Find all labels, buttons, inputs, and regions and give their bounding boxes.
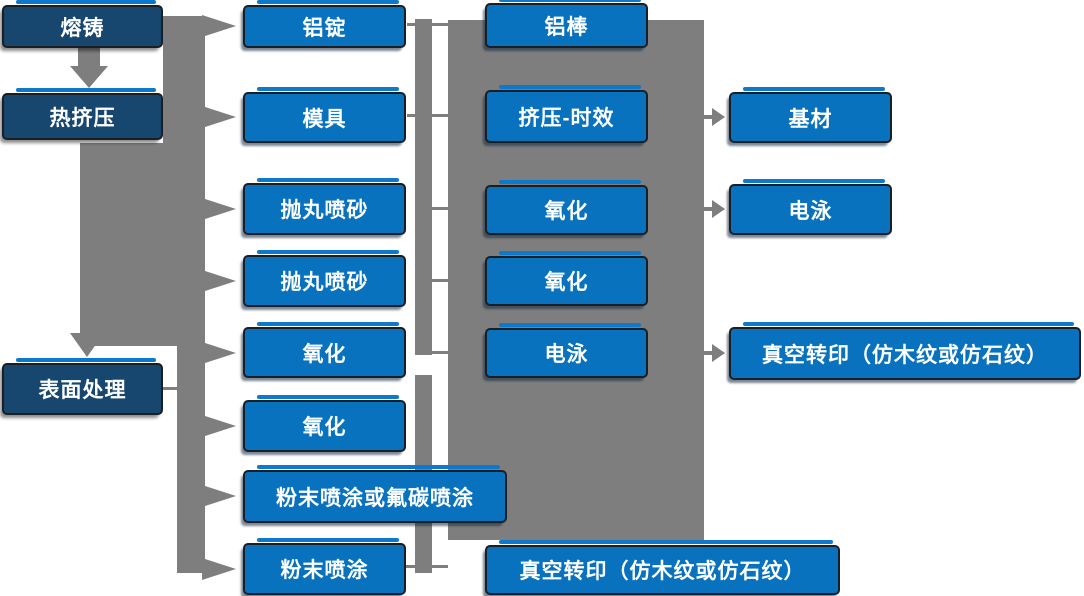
flow-node-aluminum-ingot: 铝锭 <box>243 0 406 48</box>
flow-node-shot-blasting-1: 抛丸喷砂 <box>243 178 406 235</box>
connector-tick <box>415 207 448 210</box>
flow-node-vacuum-transfer-print-2: 真空转印（仿木纹或仿石纹） <box>729 322 1081 380</box>
connector-tick <box>407 114 448 117</box>
arrow-right-icon <box>202 342 236 364</box>
flow-node-shot-blasting-2: 抛丸喷砂 <box>243 250 406 307</box>
connector-tick <box>405 565 448 568</box>
flow-node-oxidation-4: 氧化 <box>485 251 648 306</box>
flow-node-electrophoresis-1: 电泳 <box>485 323 648 378</box>
flow-node-oxidation-3: 氧化 <box>485 180 648 235</box>
connector-stub <box>704 115 713 119</box>
arrow-right-icon <box>202 485 236 507</box>
flow-node-oxidation-1: 氧化 <box>243 322 406 378</box>
arrow-right-icon <box>202 415 236 437</box>
flow-node-vacuum-transfer-print-1: 真空转印（仿木纹或仿石纹） <box>485 540 840 595</box>
arrow-down-icon <box>70 333 104 357</box>
connector-stub <box>704 207 713 211</box>
connector-tick <box>407 23 448 26</box>
flow-node-oxidation-2: 氧化 <box>243 395 406 452</box>
connector-tick <box>415 351 448 354</box>
flow-node-extrusion-aging: 挤压-时效 <box>485 85 648 143</box>
flow-node-base-material: 基材 <box>729 87 892 143</box>
flow-node-electrophoresis-2: 电泳 <box>729 179 892 235</box>
arrow-right-icon <box>202 106 236 128</box>
flow-node-surface-treatment: 表面处理 <box>2 358 163 415</box>
arrow-right-icon <box>202 558 236 580</box>
arrow-down-icon <box>70 66 108 88</box>
connector-stub <box>704 351 713 355</box>
arrow-right-icon <box>202 15 236 37</box>
arrow-right-icon <box>712 344 725 362</box>
connector-surface-link <box>161 387 178 390</box>
arrow-right-icon <box>202 270 236 292</box>
flow-node-mold: 模具 <box>243 87 406 143</box>
flow-node-powder-coating: 粉末喷涂 <box>243 538 406 595</box>
connector-trunk-top <box>163 16 205 143</box>
flow-node-hot-extrusion: 热挤压 <box>2 88 163 140</box>
arrow-right-icon <box>712 108 725 126</box>
arrow-right-icon <box>202 198 236 220</box>
flow-node-powder-or-fluorocarbon-coating: 粉末喷涂或氟碳喷涂 <box>243 465 507 523</box>
connector-tick <box>415 279 448 282</box>
connector-trunk-bottom <box>177 346 205 573</box>
connector-trunk-wide <box>80 143 205 346</box>
flow-node-aluminum-rod: 铝棒 <box>485 0 648 48</box>
connector-down-shaft <box>78 48 100 67</box>
connector-mid-band-upper <box>415 19 432 355</box>
flow-node-melting-casting: 熔铸 <box>2 0 163 48</box>
arrow-right-icon <box>712 200 725 218</box>
